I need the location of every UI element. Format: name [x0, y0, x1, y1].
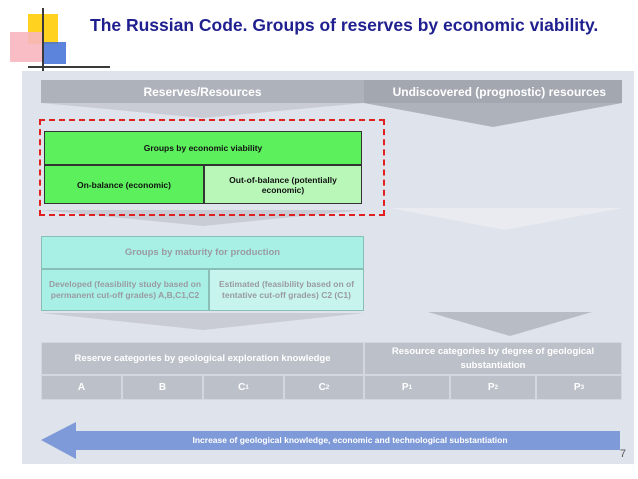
estimated-box: Estimated (feasibility based on of tenta… [209, 269, 364, 311]
decor-vertical-line [42, 8, 44, 76]
off-balance-box: Out-of-balance (potentially economic) [204, 165, 362, 204]
down-arrow-right-low [428, 312, 592, 336]
page-number: 7 [619, 448, 626, 460]
economic-viability-header: Groups by economic viability [44, 131, 362, 165]
maturity-header: Groups by maturity for production [41, 236, 364, 269]
knowledge-arrow [41, 422, 620, 459]
knowledge-arrow-label: Increase of geological knowledge, econom… [192, 435, 508, 445]
reserve-categories-header: Reserve categories by geological explora… [41, 342, 364, 375]
undiscovered-bar: Undiscovered (prognostic) resources [364, 80, 622, 103]
category-cell-a: A [41, 375, 122, 400]
down-arrow-right-mid [390, 208, 622, 230]
category-cell-b: B [122, 375, 203, 400]
developed-box: Developed (feasibility study based on pe… [41, 269, 209, 311]
down-arrow-maturity [41, 313, 364, 330]
decor-pink-square [10, 32, 44, 62]
reserves-bar: Reserves/Resources [41, 80, 364, 103]
down-arrow-undiscovered [364, 103, 622, 127]
highlight-dashed-frame [39, 119, 385, 216]
slide-title: The Russian Code. Groups of reserves by … [90, 15, 599, 35]
down-arrow-reserves [41, 103, 364, 118]
decor-horizontal-line [28, 66, 110, 68]
on-balance-box: On-balance (economic) [44, 165, 204, 204]
resource-categories-header: Resource categories by degree of geologi… [364, 342, 622, 375]
decor-blue-square [44, 42, 66, 64]
